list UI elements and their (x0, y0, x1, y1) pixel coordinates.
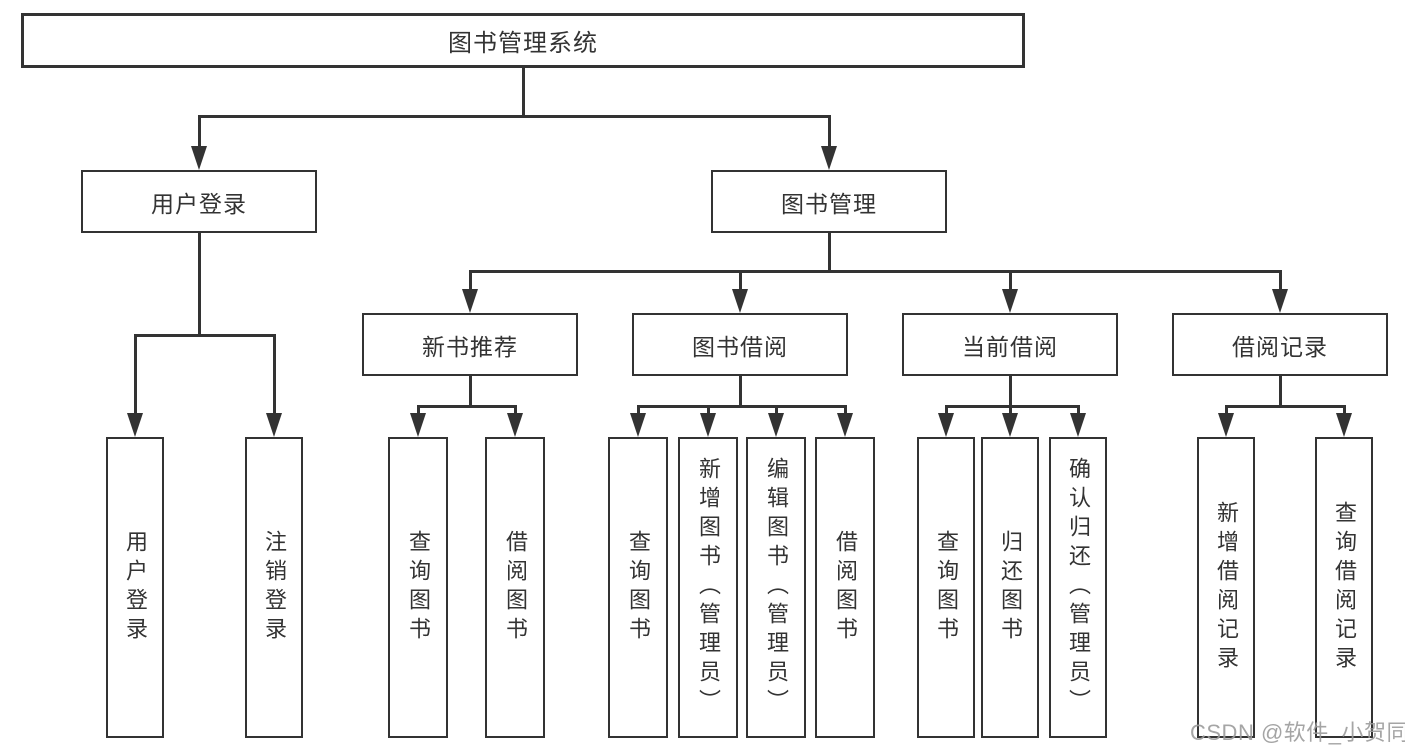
arrowhead-down-icon (1272, 289, 1288, 313)
connector-line (513, 405, 517, 416)
leaf-bb-query-books-label: 查询图书 (626, 529, 651, 646)
node-root: 图书管理系统 (21, 13, 1025, 68)
node-new-book-recommendation: 新书推荐 (362, 313, 578, 376)
connector-line (827, 233, 831, 273)
arrowhead-down-icon (1002, 289, 1018, 313)
leaf-br-add-borrow-record: 新增借阅记录 (1197, 437, 1255, 738)
csdn-watermark: CSDN @软件_小贺同学 (1190, 720, 1405, 745)
arrowhead-down-icon (127, 413, 143, 437)
connector-line (133, 334, 276, 337)
leaf-rec-borrow-books: 借阅图书 (485, 437, 545, 738)
node-borrowing-records-label: 借阅记录 (1232, 333, 1328, 360)
leaf-logout-label: 注销登录 (262, 529, 287, 646)
arrowhead-down-icon (1070, 413, 1086, 437)
connector-line (706, 405, 710, 416)
arrowhead-down-icon (191, 146, 207, 170)
leaf-bb-add-books-admin: 新增图书（管理员） (678, 437, 738, 738)
connector-line (843, 405, 847, 416)
leaf-rec-borrow-books-label: 借阅图书 (503, 529, 528, 646)
connector-line (827, 115, 831, 149)
leaf-cb-confirm-return-admin-label: 确认归还（管理员） (1066, 457, 1091, 718)
connector-line (197, 115, 831, 118)
connector-line (1076, 405, 1080, 416)
connector-line (468, 376, 472, 407)
connector-line (1342, 405, 1346, 416)
connector-line (272, 334, 276, 416)
leaf-bb-borrow-books: 借阅图书 (815, 437, 875, 738)
arrowhead-down-icon (768, 413, 784, 437)
leaf-cb-return-books: 归还图书 (981, 437, 1039, 738)
leaf-cb-confirm-return-admin: 确认归还（管理员） (1049, 437, 1107, 738)
node-current-borrowing-label: 当前借阅 (962, 333, 1058, 360)
leaf-cb-return-books-label: 归还图书 (998, 529, 1023, 646)
node-current-borrowing: 当前借阅 (902, 313, 1118, 376)
leaf-bb-edit-books-admin-label: 编辑图书（管理员） (764, 457, 789, 718)
arrowhead-down-icon (266, 413, 282, 437)
leaf-bb-borrow-books-label: 借阅图书 (833, 529, 858, 646)
arrowhead-down-icon (938, 413, 954, 437)
connector-line (738, 270, 742, 292)
leaf-bb-edit-books-admin: 编辑图书（管理员） (746, 437, 806, 738)
connector-line (468, 270, 472, 292)
arrowhead-down-icon (821, 146, 837, 170)
connector-line (636, 405, 640, 416)
connector-line (416, 405, 420, 416)
leaf-logout: 注销登录 (245, 437, 303, 738)
arrowhead-down-icon (837, 413, 853, 437)
connector-line (197, 115, 201, 149)
node-borrowing-records: 借阅记录 (1172, 313, 1388, 376)
leaf-br-query-borrow-record-label: 查询借阅记录 (1332, 500, 1357, 675)
leaf-user-login: 用户登录 (106, 437, 164, 738)
leaf-cb-query-books: 查询图书 (917, 437, 975, 738)
node-root-label: 图书管理系统 (448, 30, 598, 57)
node-user-login-label: 用户登录 (151, 190, 247, 217)
connector-line (774, 405, 778, 416)
arrowhead-down-icon (1002, 413, 1018, 437)
connector-line (416, 405, 517, 408)
connector-line (636, 405, 847, 408)
connector-line (1224, 405, 1346, 408)
node-book-borrowing: 图书借阅 (632, 313, 848, 376)
connector-line (1008, 376, 1012, 407)
connector-line (1008, 405, 1012, 416)
node-book-management: 图书管理 (711, 170, 947, 233)
leaf-rec-query-books-label: 查询图书 (406, 529, 431, 646)
node-new-book-recommendation-label: 新书推荐 (422, 333, 518, 360)
connector-line (1278, 376, 1282, 407)
connector-line (944, 405, 1080, 408)
arrowhead-down-icon (630, 413, 646, 437)
arrowhead-down-icon (732, 289, 748, 313)
leaf-bb-query-books: 查询图书 (608, 437, 668, 738)
connector-line (1224, 405, 1228, 416)
leaf-user-login-label: 用户登录 (123, 529, 148, 646)
arrowhead-down-icon (507, 413, 523, 437)
node-user-login: 用户登录 (81, 170, 317, 233)
arrowhead-down-icon (462, 289, 478, 313)
leaf-br-query-borrow-record: 查询借阅记录 (1315, 437, 1373, 738)
connector-line (521, 68, 525, 118)
arrowhead-down-icon (1336, 413, 1352, 437)
arrowhead-down-icon (1218, 413, 1234, 437)
leaf-bb-add-books-admin-label: 新增图书（管理员） (696, 457, 721, 718)
connector-line (133, 334, 137, 416)
connector-line (468, 270, 1282, 273)
leaf-cb-query-books-label: 查询图书 (934, 529, 959, 646)
arrowhead-down-icon (700, 413, 716, 437)
leaf-br-add-borrow-record-label: 新增借阅记录 (1214, 500, 1239, 675)
connector-line (944, 405, 948, 416)
arrowhead-down-icon (410, 413, 426, 437)
connector-line (197, 233, 201, 337)
connector-line (738, 376, 742, 407)
node-book-management-label: 图书管理 (781, 190, 877, 217)
connector-line (1278, 270, 1282, 292)
connector-line (1008, 270, 1012, 292)
leaf-rec-query-books: 查询图书 (388, 437, 448, 738)
node-book-borrowing-label: 图书借阅 (692, 333, 788, 360)
